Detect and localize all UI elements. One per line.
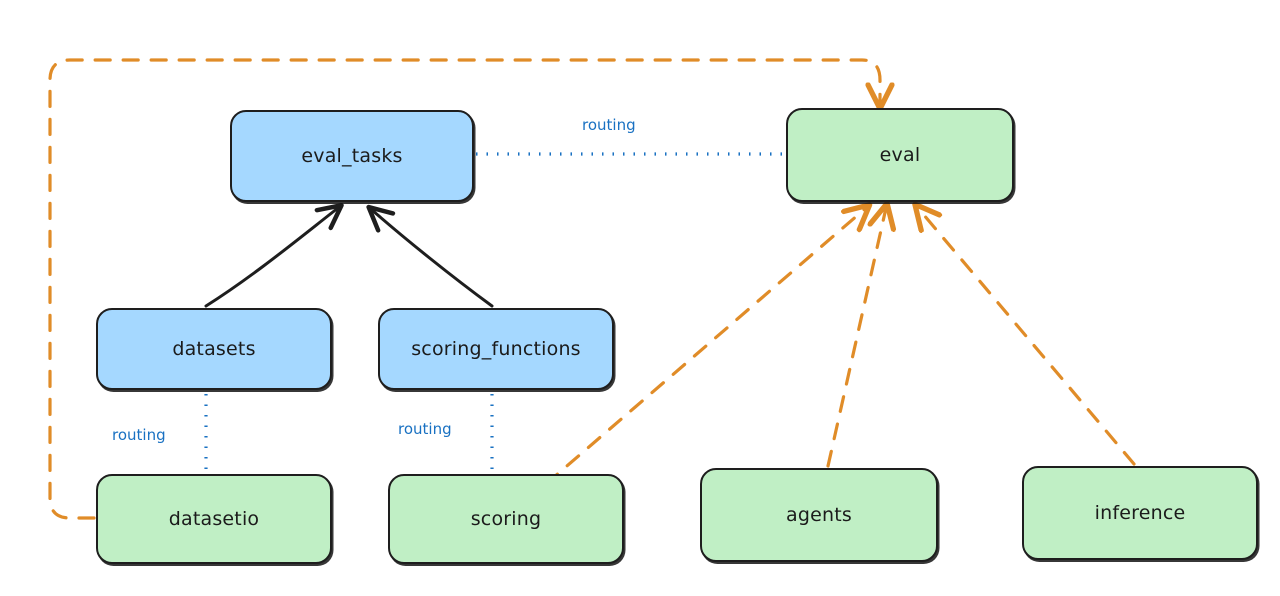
node-label: agents bbox=[786, 504, 852, 526]
edge-label-routing-eval-tasks-eval: routing bbox=[582, 116, 636, 134]
edge-scoring-to-eval bbox=[544, 208, 866, 486]
node-label: scoring bbox=[470, 508, 542, 530]
node-label: eval bbox=[879, 144, 921, 166]
edge-scoring-functions-to-eval-tasks bbox=[366, 204, 494, 308]
node-eval-tasks[interactable]: eval_tasks bbox=[230, 110, 474, 202]
node-scoring-functions[interactable]: scoring_functions bbox=[378, 308, 614, 390]
node-label: eval_tasks bbox=[301, 145, 403, 167]
edge-agents-to-eval bbox=[826, 208, 886, 468]
node-scoring[interactable]: scoring bbox=[388, 474, 624, 564]
node-label: datasetio bbox=[168, 508, 260, 530]
node-label: scoring_functions bbox=[411, 338, 581, 360]
node-datasetio[interactable]: datasetio bbox=[96, 474, 332, 564]
node-label: datasets bbox=[172, 338, 256, 360]
node-inference[interactable]: inference bbox=[1022, 466, 1258, 560]
edge-label-routing-scoring-functions-scoring: routing bbox=[398, 420, 452, 438]
edge-inference-to-eval bbox=[918, 208, 1136, 466]
node-datasets[interactable]: datasets bbox=[96, 308, 332, 390]
edge-datasetio-to-eval bbox=[48, 58, 880, 520]
node-label: inference bbox=[1094, 502, 1186, 524]
edge-datasets-to-eval-tasks bbox=[204, 202, 344, 308]
node-agents[interactable]: agents bbox=[700, 468, 938, 562]
edge-label-routing-datasets-datasetio: routing bbox=[112, 426, 166, 444]
node-eval[interactable]: eval bbox=[786, 108, 1014, 202]
